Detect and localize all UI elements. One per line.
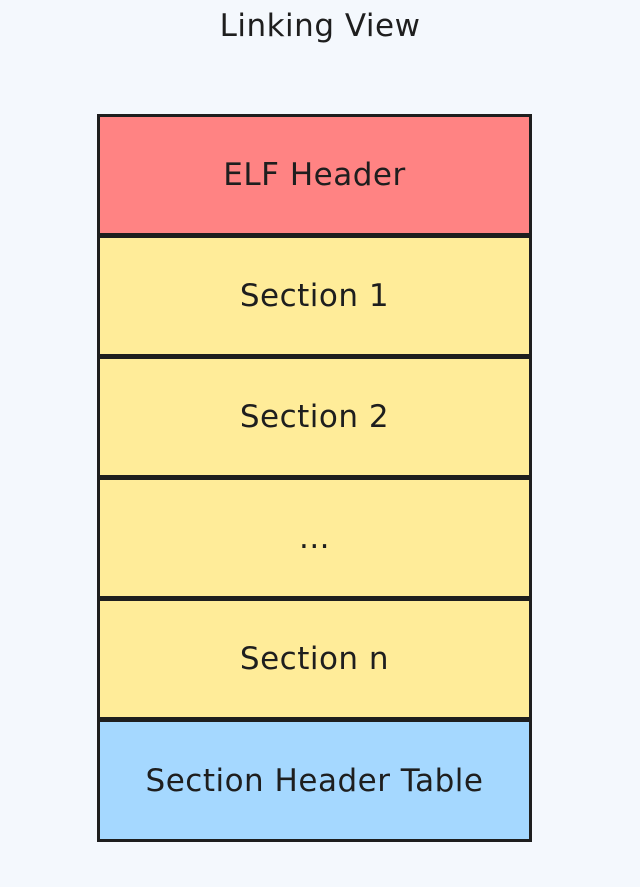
section-2-label: Section 2 xyxy=(239,399,390,435)
section-header-table-label: Section Header Table xyxy=(145,762,484,799)
section-header-table-block: Section Header Table xyxy=(97,719,532,842)
elf-header-label: ELF Header xyxy=(223,157,406,193)
elf-layout-stack: ELF Header Section 1 Section 2 ... Secti… xyxy=(97,114,532,842)
elf-header-block: ELF Header xyxy=(97,114,532,236)
section-n-label: Section n xyxy=(239,641,390,677)
section-n-block: Section n xyxy=(97,598,532,720)
ellipsis-block: ... xyxy=(97,477,532,599)
ellipsis-label: ... xyxy=(298,520,331,556)
section-1-label: Section 1 xyxy=(239,278,390,314)
diagram-title: Linking View xyxy=(219,8,421,44)
section-1-block: Section 1 xyxy=(97,235,532,357)
section-2-block: Section 2 xyxy=(97,356,532,478)
